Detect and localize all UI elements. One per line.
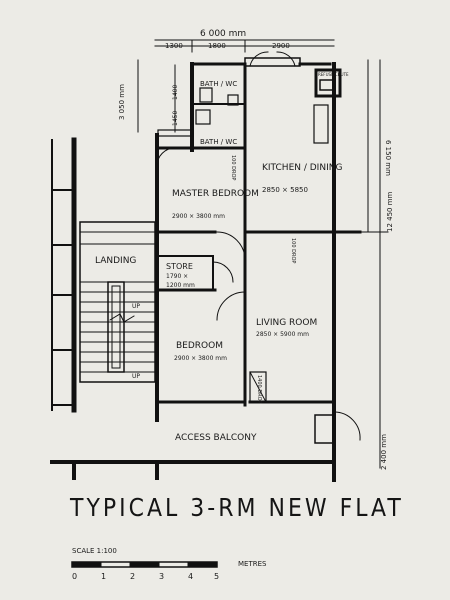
drop-label: 100 DROP bbox=[230, 155, 236, 180]
living-room-label: LIVING ROOM bbox=[256, 318, 317, 328]
stair-up-label-2: UP bbox=[132, 373, 140, 380]
bedroom-label: BEDROOM bbox=[176, 341, 223, 351]
scale-tick-4: 4 bbox=[188, 572, 193, 581]
bedroom-size: 2900 × 3800 mm bbox=[174, 355, 227, 362]
master-bedroom-label: MASTER BEDROOM bbox=[172, 189, 259, 199]
window-top bbox=[244, 57, 301, 67]
landing-label: LANDING bbox=[95, 256, 136, 266]
drop-label-2: 100 DROP bbox=[290, 238, 296, 263]
svg-text:2900: 2900 bbox=[272, 42, 290, 50]
kitchen-label: KITCHEN / DINING bbox=[262, 163, 342, 173]
bath-wc-label: BATH / WC bbox=[200, 80, 237, 88]
overall-width-label: 6 000 mm bbox=[200, 29, 246, 39]
scale-tick-5: 5 bbox=[214, 572, 219, 581]
svg-text:1800: 1800 bbox=[208, 42, 226, 50]
store-label: STORE bbox=[166, 262, 193, 271]
access-balcony-label: ACCESS BALCONY bbox=[175, 433, 257, 443]
bath-wc-label-2: BATH / WC bbox=[200, 138, 237, 146]
kitchen-size: 2850 × 5850 bbox=[262, 186, 308, 194]
scale-tick-0: 0 bbox=[72, 572, 77, 581]
store-size-2: 1200 mm bbox=[166, 282, 195, 289]
dim-3050: 3 050 mm bbox=[118, 84, 126, 120]
scale-tick-2: 2 bbox=[130, 572, 135, 581]
living-room-size: 2850 × 5900 mm bbox=[256, 331, 309, 338]
dim-6150: 6 150 mm bbox=[384, 140, 392, 176]
stair-treads bbox=[79, 231, 156, 373]
scale-tick-3: 3 bbox=[159, 572, 164, 581]
svg-text:1300: 1300 bbox=[165, 42, 183, 50]
scale-label: SCALE 1:100 bbox=[72, 547, 117, 555]
stair-up-label: UP bbox=[132, 303, 140, 310]
master-bedroom-size: 2900 × 3800 mm bbox=[172, 213, 225, 220]
scale-unit: METRES bbox=[238, 560, 267, 568]
dim-2400: 2 400 mm bbox=[380, 434, 388, 470]
plan-title: TYPICAL 3-RM NEW FLAT bbox=[70, 494, 404, 523]
drop-label-3: 1400 DROP bbox=[256, 375, 262, 404]
store-size-1: 1790 × bbox=[166, 273, 188, 280]
door-swing bbox=[216, 231, 246, 261]
dim-12450: 12 450 mm bbox=[386, 191, 394, 232]
kitchen-sink bbox=[313, 104, 329, 144]
dim-1400: 1400 bbox=[172, 85, 179, 100]
refuse-chute bbox=[314, 68, 342, 98]
scale-tick-1: 1 bbox=[101, 572, 106, 581]
refuse-label: REFUSE CHUTE bbox=[318, 72, 349, 77]
dim-1450: 1450 bbox=[172, 111, 179, 126]
